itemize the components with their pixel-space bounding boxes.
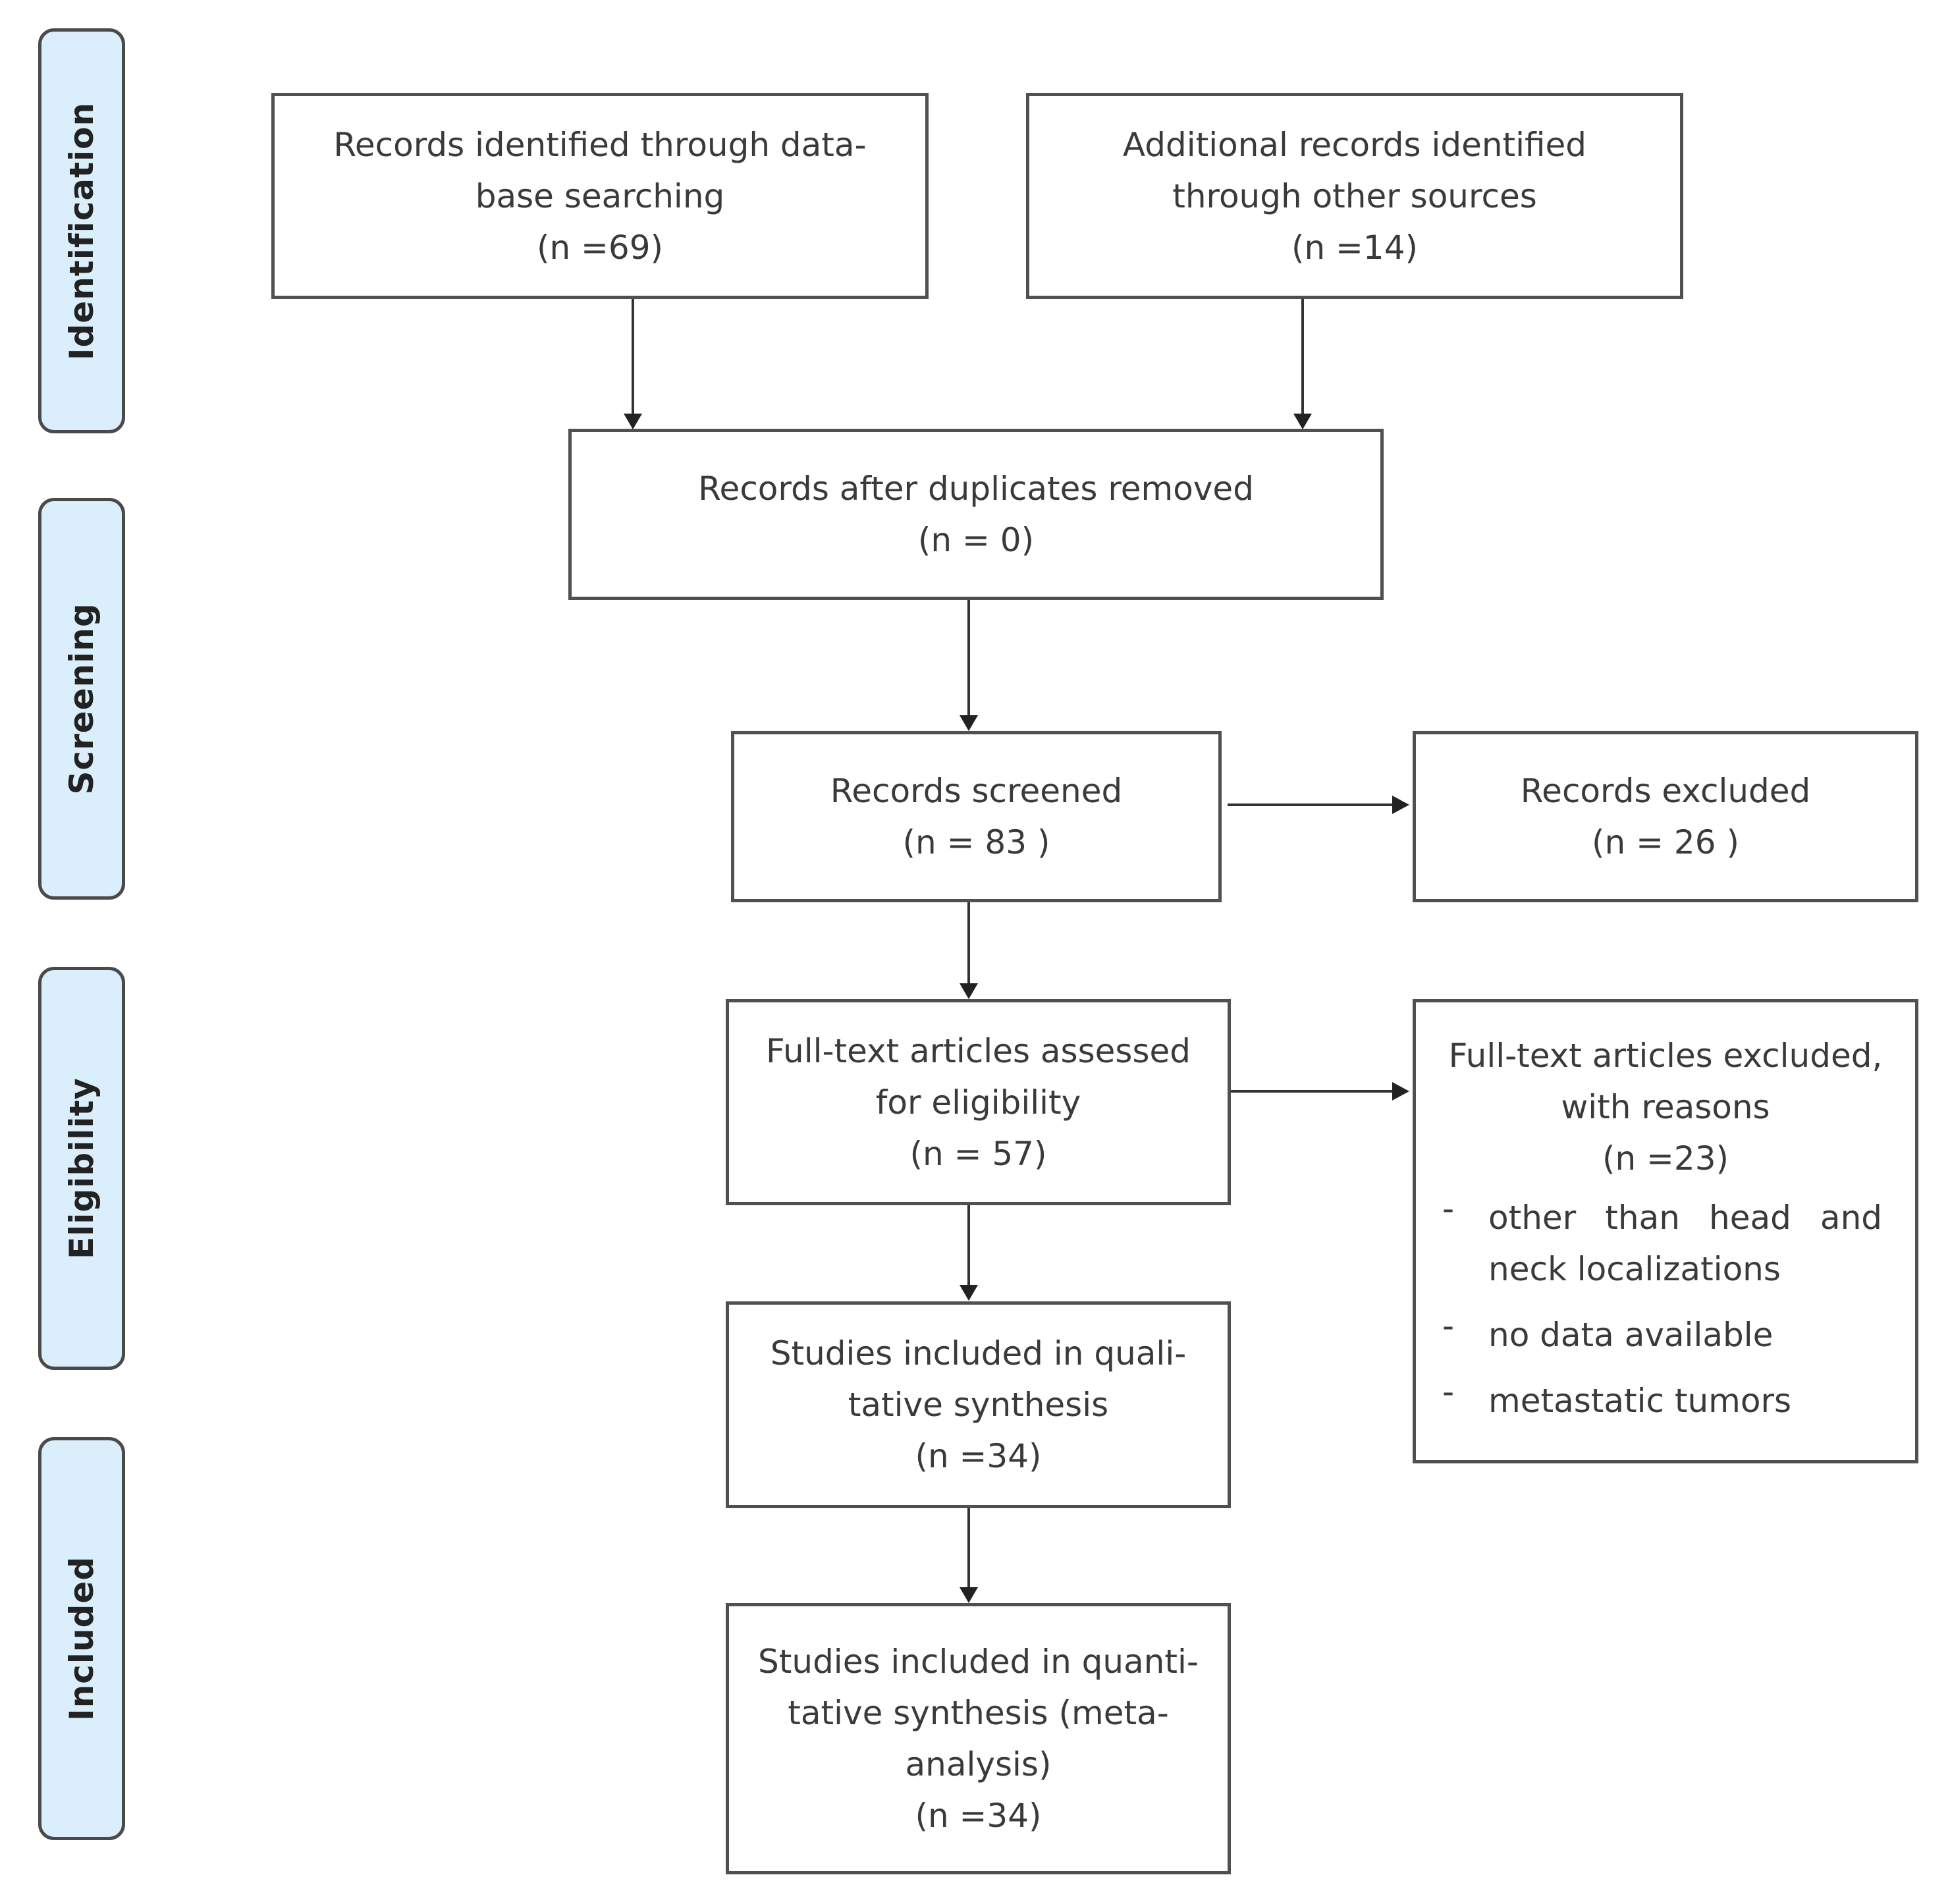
box-line: Full-text articles assessed xyxy=(766,1031,1191,1070)
box-line: Records identified through data- xyxy=(333,125,867,164)
stage-screening: Screening xyxy=(38,498,125,900)
box-fulltext-assessed: Full-text articles assessed for eligibil… xyxy=(726,999,1231,1205)
box-other-sources: Additional records identified through ot… xyxy=(1026,93,1683,299)
box-line: Studies included in quali- xyxy=(770,1334,1187,1373)
exclusion-reason-item: - metastatic tumors xyxy=(1416,1373,1915,1427)
box-fulltext-excluded: Full-text articles excluded, with reason… xyxy=(1413,999,1918,1463)
stage-identification-label: Identification xyxy=(63,101,101,360)
dash-bullet: - xyxy=(1442,1307,1455,1345)
box-line: tative synthesis (meta- xyxy=(788,1694,1169,1732)
stage-screening-label: Screening xyxy=(63,603,101,795)
dash-bullet: - xyxy=(1442,1189,1455,1228)
box-line: Additional records identified xyxy=(1122,125,1587,164)
arrowhead-qualitative xyxy=(960,1285,978,1301)
box-count: (n = 57) xyxy=(909,1134,1047,1173)
exclusion-reason-item: - other than head and neck localizations xyxy=(1416,1189,1915,1295)
box-records-screened: Records screened (n = 83 ) xyxy=(731,731,1222,902)
stage-included-label: Included xyxy=(63,1556,101,1722)
arrowhead-fulltext xyxy=(960,983,978,999)
dash-bullet: - xyxy=(1442,1373,1455,1411)
box-qualitative-synthesis: Studies included in quali- tative synthe… xyxy=(726,1301,1231,1508)
box-records-excluded: Records excluded (n = 26 ) xyxy=(1413,731,1918,902)
box-line: analysis) xyxy=(905,1745,1052,1783)
box-count: (n =14) xyxy=(1291,228,1419,267)
stage-included: Included xyxy=(38,1437,125,1840)
box-line: Full-text articles excluded, xyxy=(1448,1037,1883,1075)
box-count: (n = 26 ) xyxy=(1592,823,1739,861)
box-count: (n =23) xyxy=(1602,1139,1729,1178)
arrowhead-database xyxy=(624,414,642,429)
stage-eligibility-label: Eligibility xyxy=(63,1077,101,1260)
box-line: base searching xyxy=(475,177,725,215)
arrowhead-quantitative xyxy=(960,1587,978,1603)
exclusion-reason-text: metastatic tumors xyxy=(1488,1382,1792,1420)
box-duplicates-removed: Records after duplicates removed (n = 0) xyxy=(568,429,1384,600)
arrowhead-fulltext-excluded xyxy=(1392,1082,1409,1101)
box-line: with reasons xyxy=(1561,1088,1770,1126)
box-count: (n =69) xyxy=(536,228,664,267)
stage-identification: Identification xyxy=(38,28,125,433)
exclusion-reason-item: - no data available xyxy=(1416,1307,1915,1361)
box-line: Records excluded xyxy=(1520,772,1811,810)
exclusion-reason-text: no data available xyxy=(1488,1316,1774,1354)
arrowhead-screened xyxy=(960,715,978,731)
box-database-search: Records identified through data- base se… xyxy=(271,93,929,299)
box-line: Records screened xyxy=(830,772,1123,810)
box-count: (n =34) xyxy=(915,1797,1042,1835)
box-line: through other sources xyxy=(1172,177,1537,215)
exclusion-reason-text: other than head and neck localizations xyxy=(1488,1199,1882,1288)
arrowhead-excluded xyxy=(1392,796,1409,814)
box-count: (n = 0) xyxy=(917,521,1035,559)
box-count: (n = 83 ) xyxy=(902,823,1050,861)
box-line: Studies included in quanti- xyxy=(758,1643,1199,1681)
box-line: tative synthesis xyxy=(848,1386,1109,1424)
box-quantitative-synthesis: Studies included in quanti- tative synth… xyxy=(726,1603,1231,1874)
stage-eligibility: Eligibility xyxy=(38,967,125,1370)
exclusion-reasons-list: - other than head and neck localizations… xyxy=(1416,1189,1915,1441)
box-count: (n =34) xyxy=(915,1437,1042,1475)
box-line: Records after duplicates removed xyxy=(698,470,1254,508)
box-line: for eligibility xyxy=(875,1083,1081,1122)
arrowhead-other xyxy=(1293,414,1312,429)
